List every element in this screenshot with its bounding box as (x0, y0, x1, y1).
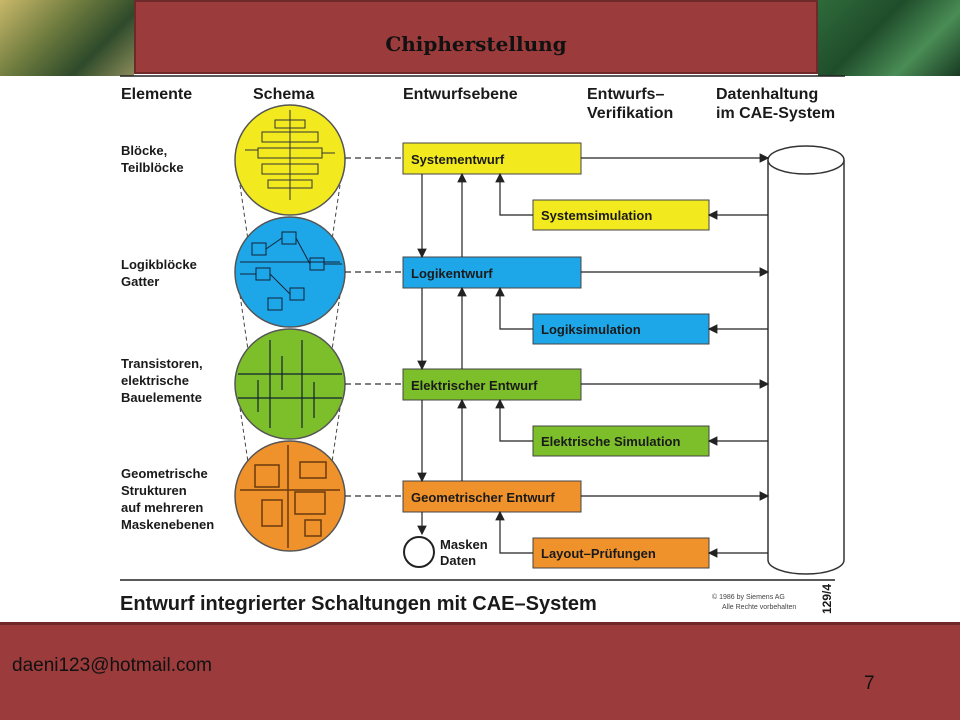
flow-arrows (417, 153, 770, 558)
verification-label: Logiksimulation (541, 322, 641, 337)
mask-label-line2: Daten (440, 553, 476, 568)
element-label: Blöcke, (121, 143, 167, 158)
copyright-line1: © 1986 by Siemens AG (712, 593, 785, 601)
schema-circle-transistors (234, 328, 346, 440)
element-label: Gatter (121, 274, 159, 289)
header-entwurfsebene: Entwurfsebene (403, 86, 518, 103)
header-datenhaltung-line1: Datenhaltung (716, 86, 818, 103)
element-label: Teilblöcke (121, 160, 184, 175)
element-label: Logikblöcke (121, 257, 197, 272)
title-box: Chipherstellung (134, 0, 818, 74)
title-band: Chipherstellung (0, 0, 960, 76)
copyright-line2: Alle Rechte vorbehalten (722, 604, 796, 611)
mask-data-disk (403, 536, 435, 568)
schema-circle-blocks (234, 104, 346, 216)
design-level-label: Elektrischer Entwurf (411, 378, 538, 393)
element-label: Maskenebenen (121, 517, 214, 532)
cae-design-diagram: Elemente Schema Entwurfsebene Entwurfs– … (120, 75, 845, 615)
header-datenhaltung-line2: im CAE-System (716, 105, 835, 122)
verification-box (532, 425, 710, 457)
design-level-box (402, 480, 582, 513)
circle-connectors (239, 184, 341, 463)
design-level-box (402, 142, 582, 175)
element-label: Geometrische (121, 466, 208, 481)
header-schema: Schema (253, 86, 314, 103)
verification-box (532, 537, 710, 569)
mask-label-line1: Masken (440, 537, 488, 552)
design-level-label: Logikentwurf (411, 266, 493, 281)
circuit-photo-left (0, 0, 134, 76)
design-level-label: Systementwurf (411, 152, 505, 167)
slide-footer: daeni123@hotmail.com 7 (0, 622, 960, 720)
circuit-photo-right (818, 0, 960, 76)
element-label: elektrische (121, 373, 189, 388)
header-verifikation-line2: Verifikation (587, 105, 673, 122)
verification-label: Layout–Prüfungen (541, 546, 656, 561)
cae-database-cylinder (767, 145, 845, 575)
header-elemente: Elemente (121, 86, 192, 103)
design-level-label: Geometrischer Entwurf (411, 490, 555, 505)
figure-caption: Entwurf integrierter Schaltungen mit CAE… (120, 593, 597, 615)
verification-box (532, 313, 710, 345)
design-level-box (402, 368, 582, 401)
element-label: Bauelemente (121, 390, 202, 405)
header-verifikation-line1: Entwurfs– (587, 86, 664, 103)
schema-circle-geometry (234, 440, 346, 552)
page-number: 7 (864, 673, 875, 694)
verification-label: Elektrische Simulation (541, 434, 680, 449)
schema-level-links (345, 157, 403, 497)
figure-code: 129/4 (820, 584, 834, 614)
slide-title: Chipherstellung (385, 32, 567, 56)
element-label: auf mehreren (121, 500, 203, 515)
element-label: Transistoren, (121, 356, 203, 371)
verification-label: Systemsimulation (541, 208, 652, 223)
design-level-box (402, 256, 582, 289)
footer-email: daeni123@hotmail.com (12, 655, 212, 676)
schema-circle-logic (234, 216, 346, 328)
element-label: Strukturen (121, 483, 187, 498)
